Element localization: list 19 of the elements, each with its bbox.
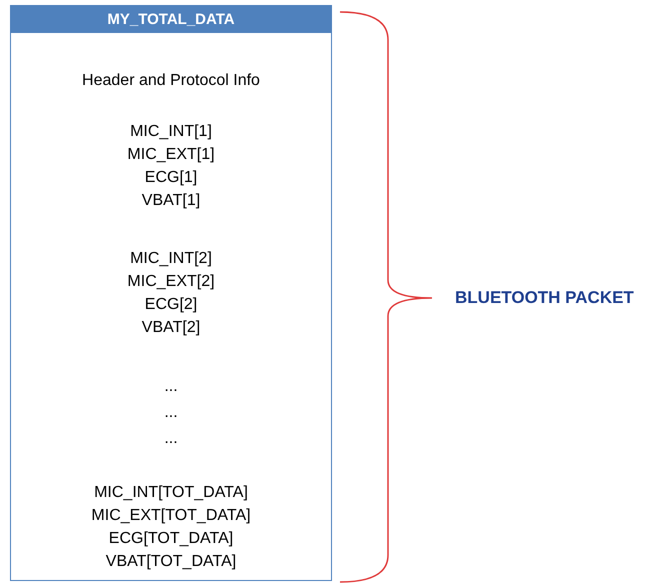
field-name: MIC_EXT[2] <box>127 273 215 291</box>
field-name: VBAT[1] <box>142 192 200 210</box>
field-name: MIC_INT[1] <box>130 123 212 141</box>
field-name: VBAT[TOT_DATA] <box>106 553 236 571</box>
field-name: ECG[TOT_DATA] <box>108 530 234 548</box>
field-name: ... <box>164 378 178 396</box>
field-name: VBAT[2] <box>142 319 200 337</box>
field-name: ECG[1] <box>144 169 198 187</box>
field-name: MIC_INT[TOT_DATA] <box>94 484 248 502</box>
field-name: ECG[2] <box>144 296 198 314</box>
field-name: ... <box>164 404 178 422</box>
field-name: MIC_EXT[TOT_DATA] <box>91 507 251 525</box>
table-heading: MY_TOTAL_DATA <box>11 6 331 33</box>
data-table-box <box>10 5 332 581</box>
field-name: MIC_EXT[1] <box>127 146 215 164</box>
field-name: MIC_INT[2] <box>130 250 212 268</box>
header-text: Header and Protocol Info <box>82 72 260 90</box>
packet-label: BLUETOOTH PACKET <box>455 288 634 308</box>
field-name: ... <box>164 430 178 448</box>
